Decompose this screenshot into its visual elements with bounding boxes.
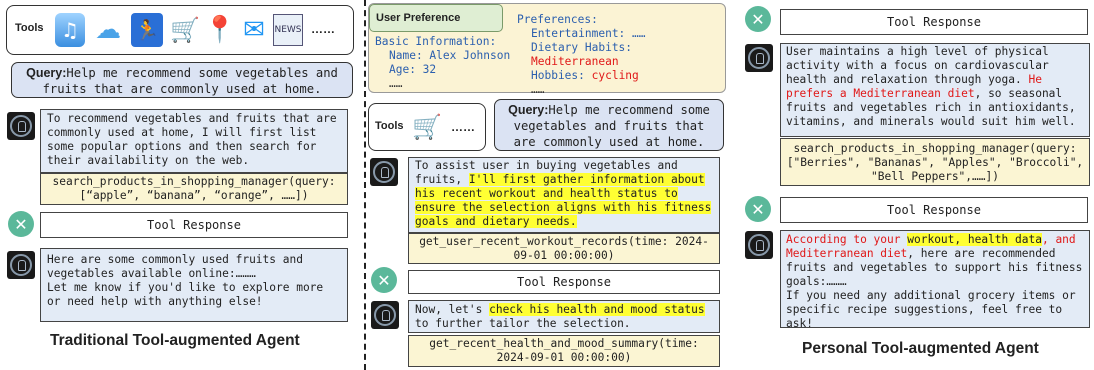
left-tool-call-1: search_products_in_shopping_manager(quer… xyxy=(40,173,348,205)
left-agent-response-2: Here are some commonly used fruits and v… xyxy=(40,248,348,322)
name-line: Name: Alex Johnson xyxy=(389,49,511,62)
weather-icon: ☁ xyxy=(95,15,121,45)
agent-red-text: He prefers a Mediterranean diet xyxy=(786,73,1042,100)
query-label: Query: xyxy=(26,66,67,80)
agent-avatar-icon xyxy=(745,231,773,259)
tools-more: …… xyxy=(311,22,335,36)
tools-label: Tools xyxy=(375,120,404,132)
agent-red-text: According to your xyxy=(786,233,908,246)
right-agent-response-1: User maintains a high level of physical … xyxy=(780,43,1090,137)
middle-query-box: Query:Help me recommend some vegetables … xyxy=(494,99,724,151)
left-query-box: Query:Help me recommend some vegetables … xyxy=(11,62,353,98)
agent-text: Let me know if you'd like to explore mor… xyxy=(47,281,324,308)
agent-avatar-icon xyxy=(7,251,35,279)
entertainment-line: Entertainment: …… xyxy=(531,27,646,40)
wrench-icon: ✕ xyxy=(371,267,397,293)
right-caption: Personal Tool-augmented Agent xyxy=(802,340,1039,357)
agent-highlight: workout, health data xyxy=(907,233,1042,246)
wrench-icon: ✕ xyxy=(8,211,34,237)
wrench-icon: ✕ xyxy=(745,196,771,222)
divider xyxy=(364,0,366,370)
age-line: Age: 32 xyxy=(389,63,437,76)
right-tool-call-1: search_products_in_shopping_manager(quer… xyxy=(780,138,1090,186)
tool-call-text: get_user_recent_workout_records(time: 20… xyxy=(419,235,709,262)
agent-highlight: check his health and mood status xyxy=(489,303,705,316)
fitness-icon: 🏃 xyxy=(131,13,163,47)
agent-text: to further tailor the selection. xyxy=(415,317,631,330)
tool-response-text: Tool Response xyxy=(887,15,981,29)
agent-avatar-icon xyxy=(7,112,35,140)
agent-avatar-icon xyxy=(370,158,398,186)
user-preference-box: User Preference Basic Information: Name:… xyxy=(368,3,726,96)
music-icon: ♫ xyxy=(55,13,85,47)
right-tool-response-2: Tool Response xyxy=(780,197,1088,223)
cart-icon: 🛒 xyxy=(170,16,200,44)
tool-response-text: Tool Response xyxy=(517,275,611,289)
left-caption: Traditional Tool-augmented Agent xyxy=(50,332,300,349)
middle-tools-bar: Tools 🛒 …… xyxy=(368,103,486,151)
diet-value: Mediterranean xyxy=(531,55,619,68)
middle-tool-response: Tool Response xyxy=(408,270,720,294)
mail-icon: ✉ xyxy=(243,15,265,45)
tool-response-text: Tool Response xyxy=(147,218,241,232)
right-agent-response-2: According to your workout, health data, … xyxy=(780,230,1090,330)
tool-call-text: get_recent_health_and_mood_summary(time:… xyxy=(429,337,699,364)
tools-label: Tools xyxy=(15,22,44,34)
left-tools-bar: Tools ♫ ☁ 🏃 🛒 📍 ✉ NEWS …… xyxy=(6,5,354,55)
hobbies-label: Hobbies: xyxy=(531,69,592,82)
cart-icon: 🛒 xyxy=(412,113,442,141)
map-pin-icon: 📍 xyxy=(203,15,237,45)
agent-text: , so seasonal fruits and vegetables rich… xyxy=(786,87,1076,128)
agent-text: User maintains a high level of physical … xyxy=(786,45,1049,86)
preferences-label: Preferences: xyxy=(517,13,598,26)
agent-text: To assist user in buying vegetables and … xyxy=(415,159,678,186)
agent-avatar-icon xyxy=(371,301,399,329)
middle-tool-call-2: get_recent_health_and_mood_summary(time:… xyxy=(408,335,720,367)
hobbies-value: cycling xyxy=(591,69,639,82)
agent-text: Here are some commonly used fruits and v… xyxy=(47,253,303,280)
right-tool-response-1: Tool Response xyxy=(780,9,1088,35)
agent-text: If you need any additional grocery items… xyxy=(786,289,1076,330)
tool-call-text: search_products_in_shopping_manager(quer… xyxy=(52,175,336,202)
agent-text: To recommend vegetables and fruits that … xyxy=(47,112,337,167)
basic-info-label: Basic Information: xyxy=(375,35,497,48)
wrench-icon: ✕ xyxy=(745,6,771,32)
agent-text: , here are recommended fruits and vegeta… xyxy=(786,247,1083,288)
query-text: Help me recommend some vegetables and fr… xyxy=(42,66,338,96)
tools-more: …… xyxy=(451,120,475,134)
basic-more: …… xyxy=(389,77,403,90)
query-label: Query: xyxy=(508,103,549,117)
diet-label: Dietary Habits: xyxy=(531,41,633,54)
preference-title: User Preference xyxy=(369,4,503,32)
left-tool-response: Tool Response xyxy=(40,212,348,238)
query-text: Help me recommend some vegetables and fr… xyxy=(513,103,710,149)
middle-agent-response-1: To assist user in buying vegetables and … xyxy=(408,157,720,233)
agent-text: Now, let's xyxy=(415,303,490,316)
agent-avatar-icon xyxy=(745,44,773,72)
agent-red-text: , and Mediterranean diet xyxy=(786,233,1076,260)
middle-tool-call-1: get_user_recent_workout_records(time: 20… xyxy=(408,233,720,264)
tool-response-text: Tool Response xyxy=(887,203,981,217)
left-agent-response-1: To recommend vegetables and fruits that … xyxy=(40,109,348,173)
tool-call-text: search_products_in_shopping_manager(quer… xyxy=(786,142,1084,183)
pref-more: …… xyxy=(531,83,545,96)
middle-agent-response-2: Now, let's check his health and mood sta… xyxy=(408,300,720,333)
news-icon: NEWS xyxy=(273,14,303,46)
